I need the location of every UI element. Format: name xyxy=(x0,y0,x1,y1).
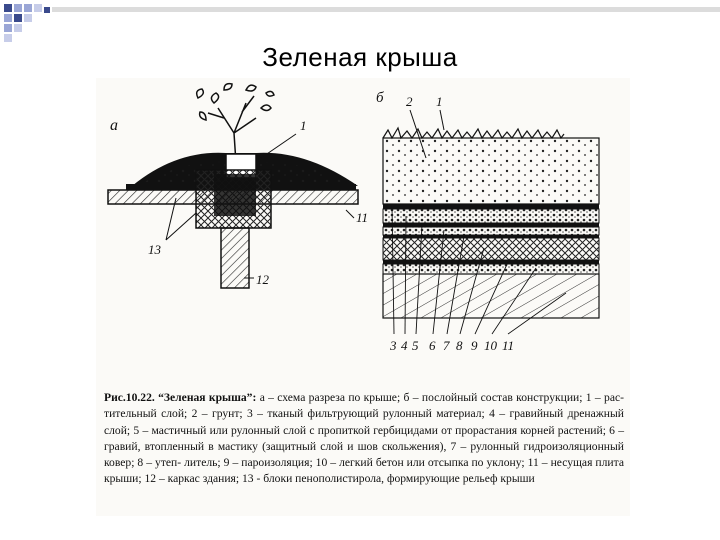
label-b-11: 11 xyxy=(502,338,514,353)
caption-line: 5 – мастичный или рулонный слой с пропит… xyxy=(104,423,624,453)
plant-illustration xyxy=(195,82,275,164)
leader-lines-b-bottom xyxy=(391,205,567,335)
layer-gravel xyxy=(382,226,600,236)
decor-square xyxy=(14,24,22,32)
decor-square xyxy=(14,4,22,12)
label-b-9: 9 xyxy=(471,338,478,353)
layer-filter xyxy=(383,204,599,209)
panel-b-label: б xyxy=(376,90,384,106)
layer-soil xyxy=(382,137,600,205)
layer-vapor xyxy=(383,260,599,264)
decor-square xyxy=(14,14,22,22)
panel-a-label: а xyxy=(110,117,118,134)
layer-drainage xyxy=(382,208,600,224)
label-b-3: 3 xyxy=(389,338,397,353)
label-b-2: 2 xyxy=(406,94,413,109)
label-b-6: 6 xyxy=(429,338,436,353)
grass-edge xyxy=(382,126,565,140)
layer-concrete xyxy=(382,263,600,275)
decor-square xyxy=(4,34,12,42)
figure-caption: Рис.10.22. “Зеленая крыша”: а – схема ра… xyxy=(104,390,624,488)
label-a-13: 13 xyxy=(148,242,162,257)
caption-line: литель; 9 – пароизоляция; 10 – легкий бе… xyxy=(104,456,624,486)
layer-waterproof xyxy=(383,235,599,238)
caption-lead: Рис.10.22. “Зеленая крыша”: xyxy=(104,391,257,404)
caption-line: втопленный в мастику (защитный слой и шо… xyxy=(104,439,624,470)
label-b-7: 7 xyxy=(443,338,450,353)
leader-lines-a xyxy=(165,133,355,279)
planter-soil xyxy=(214,174,256,216)
layer-number-labels: 3 4 5 6 7 8 9 10 11 xyxy=(389,338,514,353)
building-column xyxy=(220,227,250,289)
label-a-11: 11 xyxy=(356,210,368,225)
decor-square xyxy=(34,4,42,12)
slide-title: Зеленая крыша xyxy=(262,42,458,72)
caption-line: здания; 13 - блоки пенополистирола, форм… xyxy=(202,472,535,486)
label-b-5: 5 xyxy=(412,338,419,353)
label-b-8: 8 xyxy=(456,338,463,353)
label-b-1: 1 xyxy=(436,94,443,109)
caption-line: а – схема разреза по крыше; б – послойны… xyxy=(259,391,624,404)
decor-square xyxy=(4,24,12,32)
roof-section-figure: а 1 11 13 12 б 2 1 xyxy=(107,82,600,353)
decor-square xyxy=(24,14,32,22)
layer-stack xyxy=(382,126,600,319)
caption-line: тительный слой; 2 – грунт; 3 – тканый фи… xyxy=(104,407,624,437)
layer-insulation xyxy=(382,237,600,261)
layer-slab xyxy=(382,273,600,319)
decor-square xyxy=(24,4,32,12)
label-a-1: 1 xyxy=(300,118,307,133)
layer-mastic xyxy=(383,223,599,227)
decor-square xyxy=(4,14,12,22)
label-a-12: 12 xyxy=(256,272,270,287)
decor-square xyxy=(4,4,12,12)
label-b-4: 4 xyxy=(401,338,408,353)
label-b-10: 10 xyxy=(484,338,498,353)
decor-square xyxy=(44,7,50,13)
decor-bar xyxy=(52,7,720,12)
